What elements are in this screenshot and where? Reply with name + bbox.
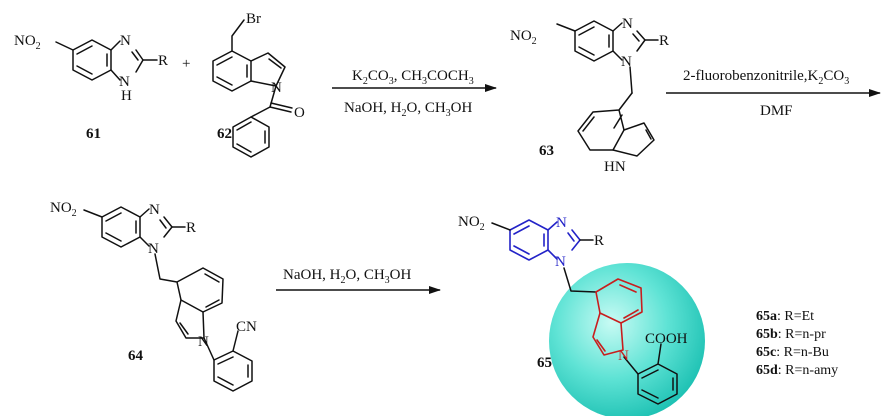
- legend-item-65c: 65c: R=n-Bu: [756, 345, 829, 360]
- compound-label-63: 63: [539, 143, 554, 159]
- n-atom: N: [621, 54, 632, 70]
- h-atom: H: [121, 88, 132, 104]
- condition-text: NaOH, H2O, CH3OH: [283, 267, 412, 286]
- n-atom: N: [618, 348, 629, 364]
- cn-group: CN: [236, 319, 257, 335]
- compound-62: Br N O 62: [212, 11, 305, 158]
- legend-item-65b: 65b: R=n-pr: [756, 327, 826, 342]
- reaction-arrow-1: K2CO3, CH3COCH3 NaOH, H2O, CH3OH: [332, 68, 497, 119]
- r-group: R: [186, 220, 196, 236]
- r-group: R: [659, 33, 669, 49]
- compound-65: N N R N COOH NO2 65: [458, 214, 705, 416]
- nitro-group: NO2: [510, 28, 537, 47]
- compound-label-62: 62: [217, 126, 232, 142]
- n-atom: N: [198, 334, 209, 350]
- compound-label-64: 64: [128, 348, 144, 364]
- highlight-sphere: [549, 263, 705, 416]
- n-atom: N: [149, 202, 160, 218]
- compound-label-65: 65: [537, 355, 552, 371]
- n-atom: N: [271, 80, 282, 96]
- hn-group: HN: [604, 159, 626, 175]
- condition-text: NaOH, H2O, CH3OH: [344, 100, 473, 119]
- n-atom: N: [148, 241, 159, 257]
- br-atom: Br: [246, 11, 261, 27]
- n-atom: N: [119, 74, 130, 90]
- n-atom: N: [555, 254, 566, 270]
- legend-item-65d: 65d: R=n-amy: [756, 363, 838, 378]
- compound-61: N N H R NO2 61: [14, 33, 168, 142]
- nitro-group: NO2: [458, 214, 485, 233]
- nitro-group: NO2: [50, 200, 77, 219]
- r-group: R: [594, 233, 604, 249]
- compound-63: N N R HN NO2 63: [510, 16, 669, 175]
- legend-item-65a: 65a: R=Et: [756, 309, 814, 324]
- condition-text: 2-fluorobenzonitrile,K2CO3: [683, 68, 849, 87]
- reaction-arrow-3: NaOH, H2O, CH3OH: [276, 267, 441, 294]
- n-atom: N: [120, 33, 131, 49]
- condition-text: DMF: [760, 103, 793, 119]
- compound-64: N N R N CN NO2 64: [50, 200, 257, 392]
- condition-text: K2CO3, CH3COCH3: [352, 68, 474, 87]
- o-atom: O: [294, 105, 305, 121]
- n-atom: N: [622, 16, 633, 32]
- cooh-group: COOH: [645, 331, 688, 347]
- substituent-legend: 65a: R=Et 65b: R=n-pr 65c: R=n-Bu 65d: R…: [756, 309, 838, 378]
- plus-sign: +: [182, 56, 190, 72]
- reaction-arrow-2: 2-fluorobenzonitrile,K2CO3 DMF: [666, 68, 881, 119]
- compound-label-61: 61: [86, 126, 101, 142]
- n-atom: N: [556, 215, 567, 231]
- nitro-group: NO2: [14, 33, 41, 52]
- r-group: R: [158, 53, 168, 69]
